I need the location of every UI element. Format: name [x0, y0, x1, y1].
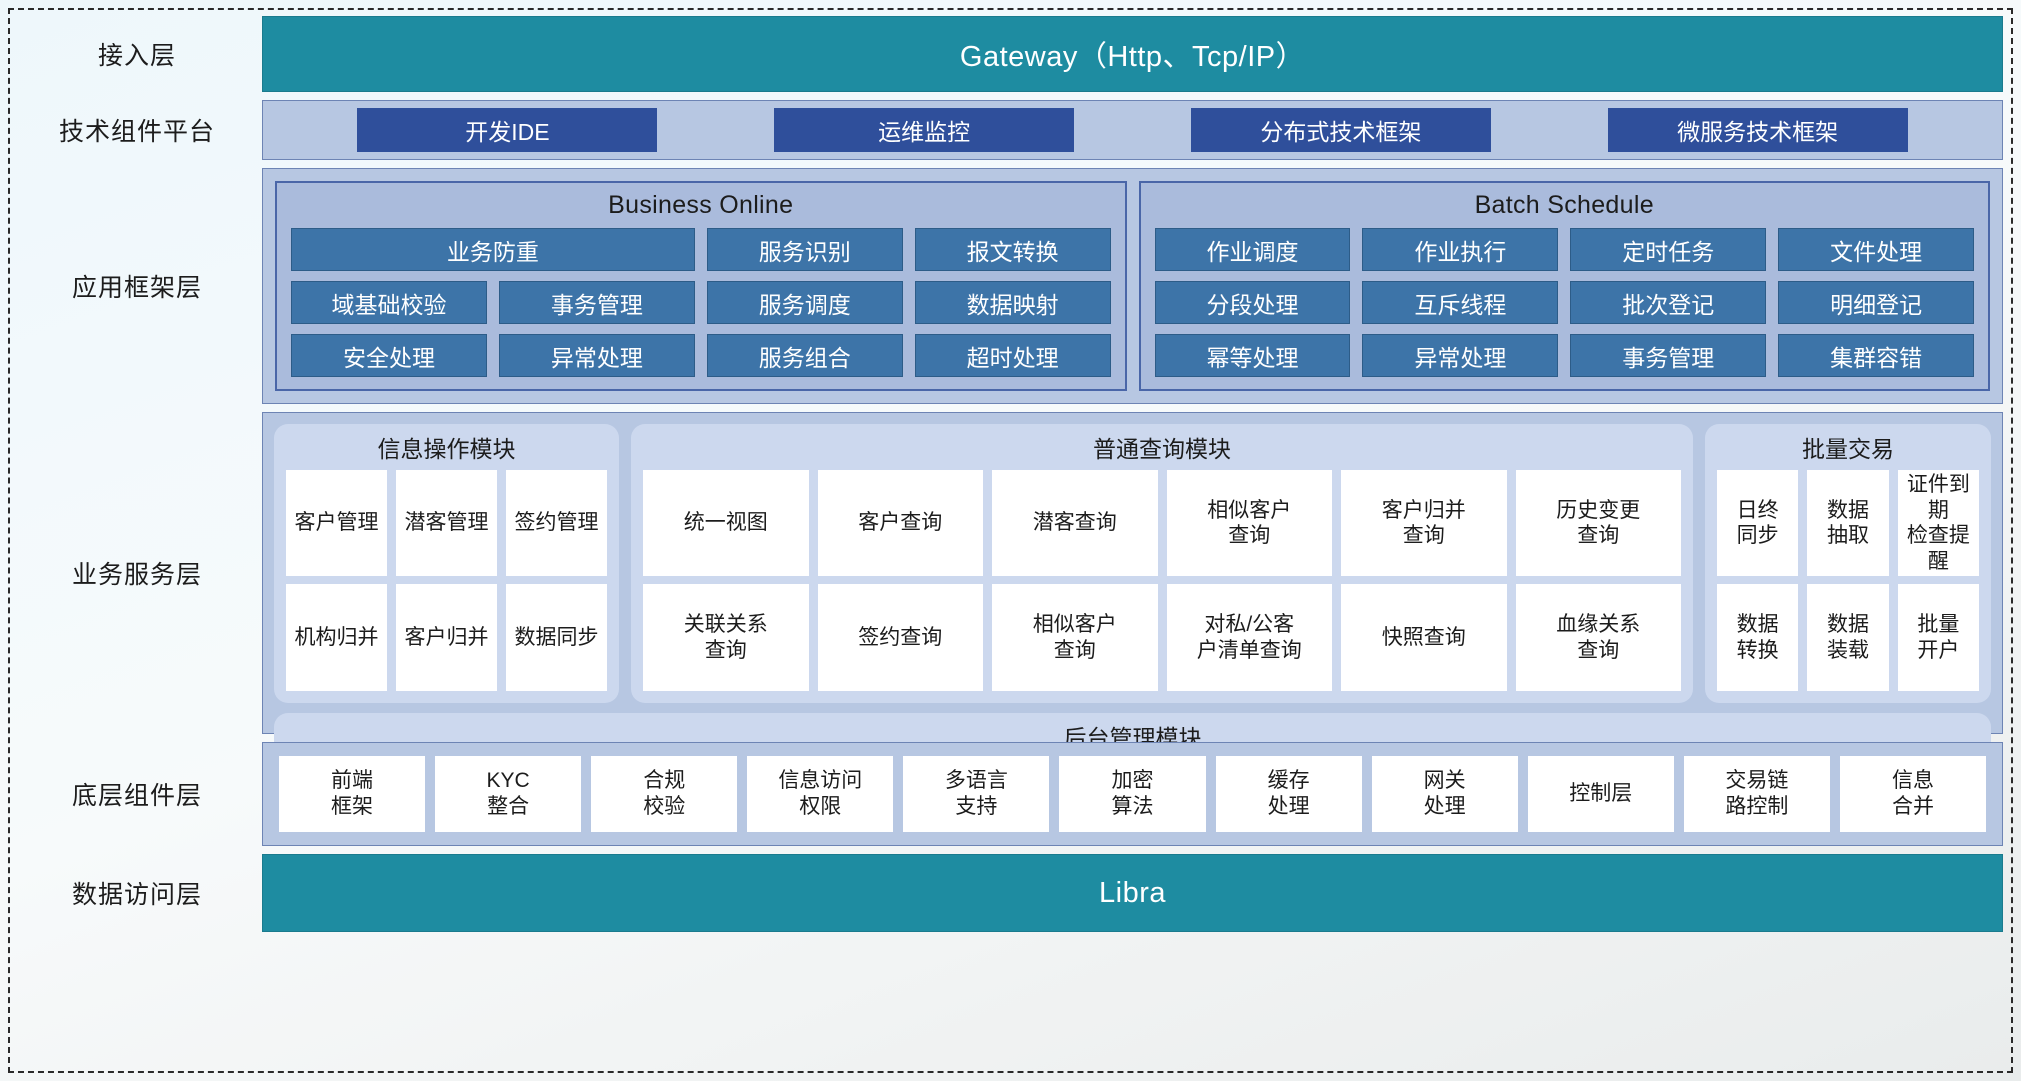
component-item[interactable]: 交易链路控制 [1683, 756, 1830, 832]
module-item[interactable]: 客户查询 [817, 470, 983, 577]
module-item[interactable]: 数据抽取 [1807, 470, 1889, 577]
framework-panel-grid: 作业调度作业执行定时任务文件处理分段处理互斥线程批次登记明细登记幂等处理异常处理… [1154, 228, 1974, 377]
module-item[interactable]: 签约管理 [506, 470, 607, 577]
diagram-grid: 接入层 Gateway（Http、Tcp/IP） 技术组件平台 开发IDE 运维监… [18, 16, 2003, 1064]
component-item[interactable]: 加密算法 [1059, 756, 1206, 832]
module-item[interactable]: 数据装载 [1807, 584, 1889, 691]
framework-cell[interactable]: 报文转换 [914, 228, 1111, 271]
module-item[interactable]: 数据转换 [1717, 584, 1799, 691]
gateway-bar-label: Gateway（Http、Tcp/IP） [959, 41, 1306, 73]
module-info-title: 信息操作模块 [377, 436, 516, 462]
module-item[interactable]: 客户管理 [286, 470, 387, 577]
framework-panel-title: Business Online [608, 191, 794, 219]
module-item[interactable]: 相似客户查询 [992, 584, 1158, 691]
component-item[interactable]: 信息访问权限 [747, 756, 894, 832]
module-item[interactable]: 客户归并查询 [1341, 470, 1507, 577]
module-query-title: 普通查询模块 [1093, 436, 1231, 462]
framework-panel: Business Online 业务防重服务识别报文转换域基础校验事务管理服务调度… [275, 181, 1127, 391]
component-item[interactable]: 前端框架 [279, 756, 426, 832]
framework-cell[interactable]: 安全处理 [291, 334, 487, 377]
component-item[interactable]: 多语言支持 [903, 756, 1050, 832]
tech-chip[interactable]: 分布式技术框架 [1190, 108, 1491, 152]
framework-cell[interactable]: 超时处理 [914, 334, 1111, 377]
tech-chip[interactable]: 微服务技术框架 [1607, 108, 1908, 152]
module-info: 信息操作模块客户管理潜客管理签约管理机构归并客户归并数据同步 [274, 424, 619, 703]
row-label-base-components: 底层组件层 [71, 782, 202, 810]
module-item[interactable]: 血缘关系查询 [1515, 584, 1681, 691]
libra-bar-label: Libra [1099, 876, 1166, 909]
framework-cell[interactable]: 异常处理 [498, 334, 695, 377]
module-item[interactable]: 历史变更查询 [1515, 470, 1681, 577]
framework-cell[interactable]: 作业调度 [1154, 228, 1351, 271]
module-item[interactable]: 对私/公客户清单查询 [1166, 584, 1332, 691]
component-item[interactable]: 合规校验 [591, 756, 738, 832]
framework-cell[interactable]: 作业执行 [1362, 228, 1559, 271]
framework-cell[interactable]: 幂等处理 [1154, 334, 1351, 377]
framework-cell[interactable]: 分段处理 [1154, 281, 1351, 324]
row-label-tech-platform: 技术组件平台 [58, 118, 215, 146]
module-batch: 批量交易日终同步数据抽取证件到期检查提醒数据转换数据装载批量开户 [1705, 424, 1991, 703]
row-label-business-service: 业务服务层 [71, 561, 202, 589]
framework-panel-title: Batch Schedule [1474, 191, 1654, 219]
module-item[interactable]: 证件到期检查提醒 [1897, 470, 1979, 577]
module-item[interactable]: 数据同步 [506, 584, 607, 691]
tech-platform-bar: 开发IDE 运维监控 分布式技术框架 微服务技术框架 [262, 100, 2003, 160]
component-item[interactable]: 缓存处理 [1215, 756, 1362, 832]
module-item[interactable]: 日终同步 [1717, 470, 1799, 577]
module-query: 普通查询模块统一视图客户查询潜客查询相似客户查询客户归并查询历史变更查询关联关系… [631, 424, 1693, 703]
framework-cell[interactable]: 事务管理 [1570, 334, 1767, 377]
tech-chip[interactable]: 开发IDE [357, 108, 658, 152]
module-item[interactable]: 批量开户 [1897, 584, 1979, 691]
framework-panel-grid: 业务防重服务识别报文转换域基础校验事务管理服务调度数据映射安全处理异常处理服务组… [291, 228, 1111, 377]
framework-cell[interactable]: 服务组合 [706, 334, 903, 377]
framework-cell[interactable]: 域基础校验 [291, 281, 487, 324]
module-item[interactable]: 快照查询 [1341, 584, 1507, 691]
framework-cell[interactable]: 集群容错 [1778, 334, 1974, 377]
framework-cell[interactable]: 互斥线程 [1362, 281, 1559, 324]
module-item[interactable]: 潜客管理 [396, 470, 497, 577]
module-item[interactable]: 潜客查询 [992, 470, 1158, 577]
component-item[interactable]: 控制层 [1527, 756, 1674, 832]
libra-bar[interactable]: Libra [262, 854, 2003, 932]
framework-cell[interactable]: 文件处理 [1778, 228, 1974, 271]
framework-cell[interactable]: 明细登记 [1778, 281, 1974, 324]
row-label-app-framework: 应用框架层 [71, 274, 202, 302]
framework-cell[interactable]: 事务管理 [498, 281, 695, 324]
framework-panel: Batch Schedule 作业调度作业执行定时任务文件处理分段处理互斥线程批次… [1138, 181, 1990, 391]
business-service-container: 信息操作模块客户管理潜客管理签约管理机构归并客户归并数据同步 普通查询模块统一视图… [262, 412, 2003, 835]
module-item[interactable]: 相似客户查询 [1166, 470, 1332, 577]
module-query-grid: 统一视图客户查询潜客查询相似客户查询客户归并查询历史变更查询关联关系查询签约查询… [643, 470, 1681, 691]
framework-cell[interactable]: 定时任务 [1570, 228, 1767, 271]
business-modules-row: 信息操作模块客户管理潜客管理签约管理机构归并客户归并数据同步 普通查询模块统一视图… [274, 424, 1991, 703]
module-item[interactable]: 客户归并 [396, 584, 497, 691]
row-label-data-access: 数据访问层 [71, 881, 202, 909]
row-label-access-layer: 接入层 [97, 42, 176, 70]
framework-cell[interactable]: 服务调度 [706, 281, 903, 324]
module-batch-grid: 日终同步数据抽取证件到期检查提醒数据转换数据装载批量开户 [1717, 470, 1979, 691]
framework-cell[interactable]: 业务防重 [291, 228, 695, 271]
module-item[interactable]: 关联关系查询 [643, 584, 809, 691]
component-item[interactable]: 网关处理 [1371, 756, 1518, 832]
framework-cell[interactable]: 批次登记 [1570, 281, 1767, 324]
framework-cell[interactable]: 数据映射 [914, 281, 1111, 324]
module-info-grid: 客户管理潜客管理签约管理机构归并客户归并数据同步 [286, 470, 607, 691]
gateway-bar[interactable]: Gateway（Http、Tcp/IP） [262, 16, 2003, 92]
module-item[interactable]: 机构归并 [286, 584, 387, 691]
framework-cell[interactable]: 服务识别 [706, 228, 903, 271]
module-item[interactable]: 统一视图 [643, 470, 809, 577]
framework-cell[interactable]: 异常处理 [1362, 334, 1559, 377]
tech-chip[interactable]: 运维监控 [774, 108, 1075, 152]
module-batch-title: 批量交易 [1802, 436, 1894, 462]
module-item[interactable]: 签约查询 [817, 584, 983, 691]
component-item[interactable]: 信息合并 [1839, 756, 1986, 832]
